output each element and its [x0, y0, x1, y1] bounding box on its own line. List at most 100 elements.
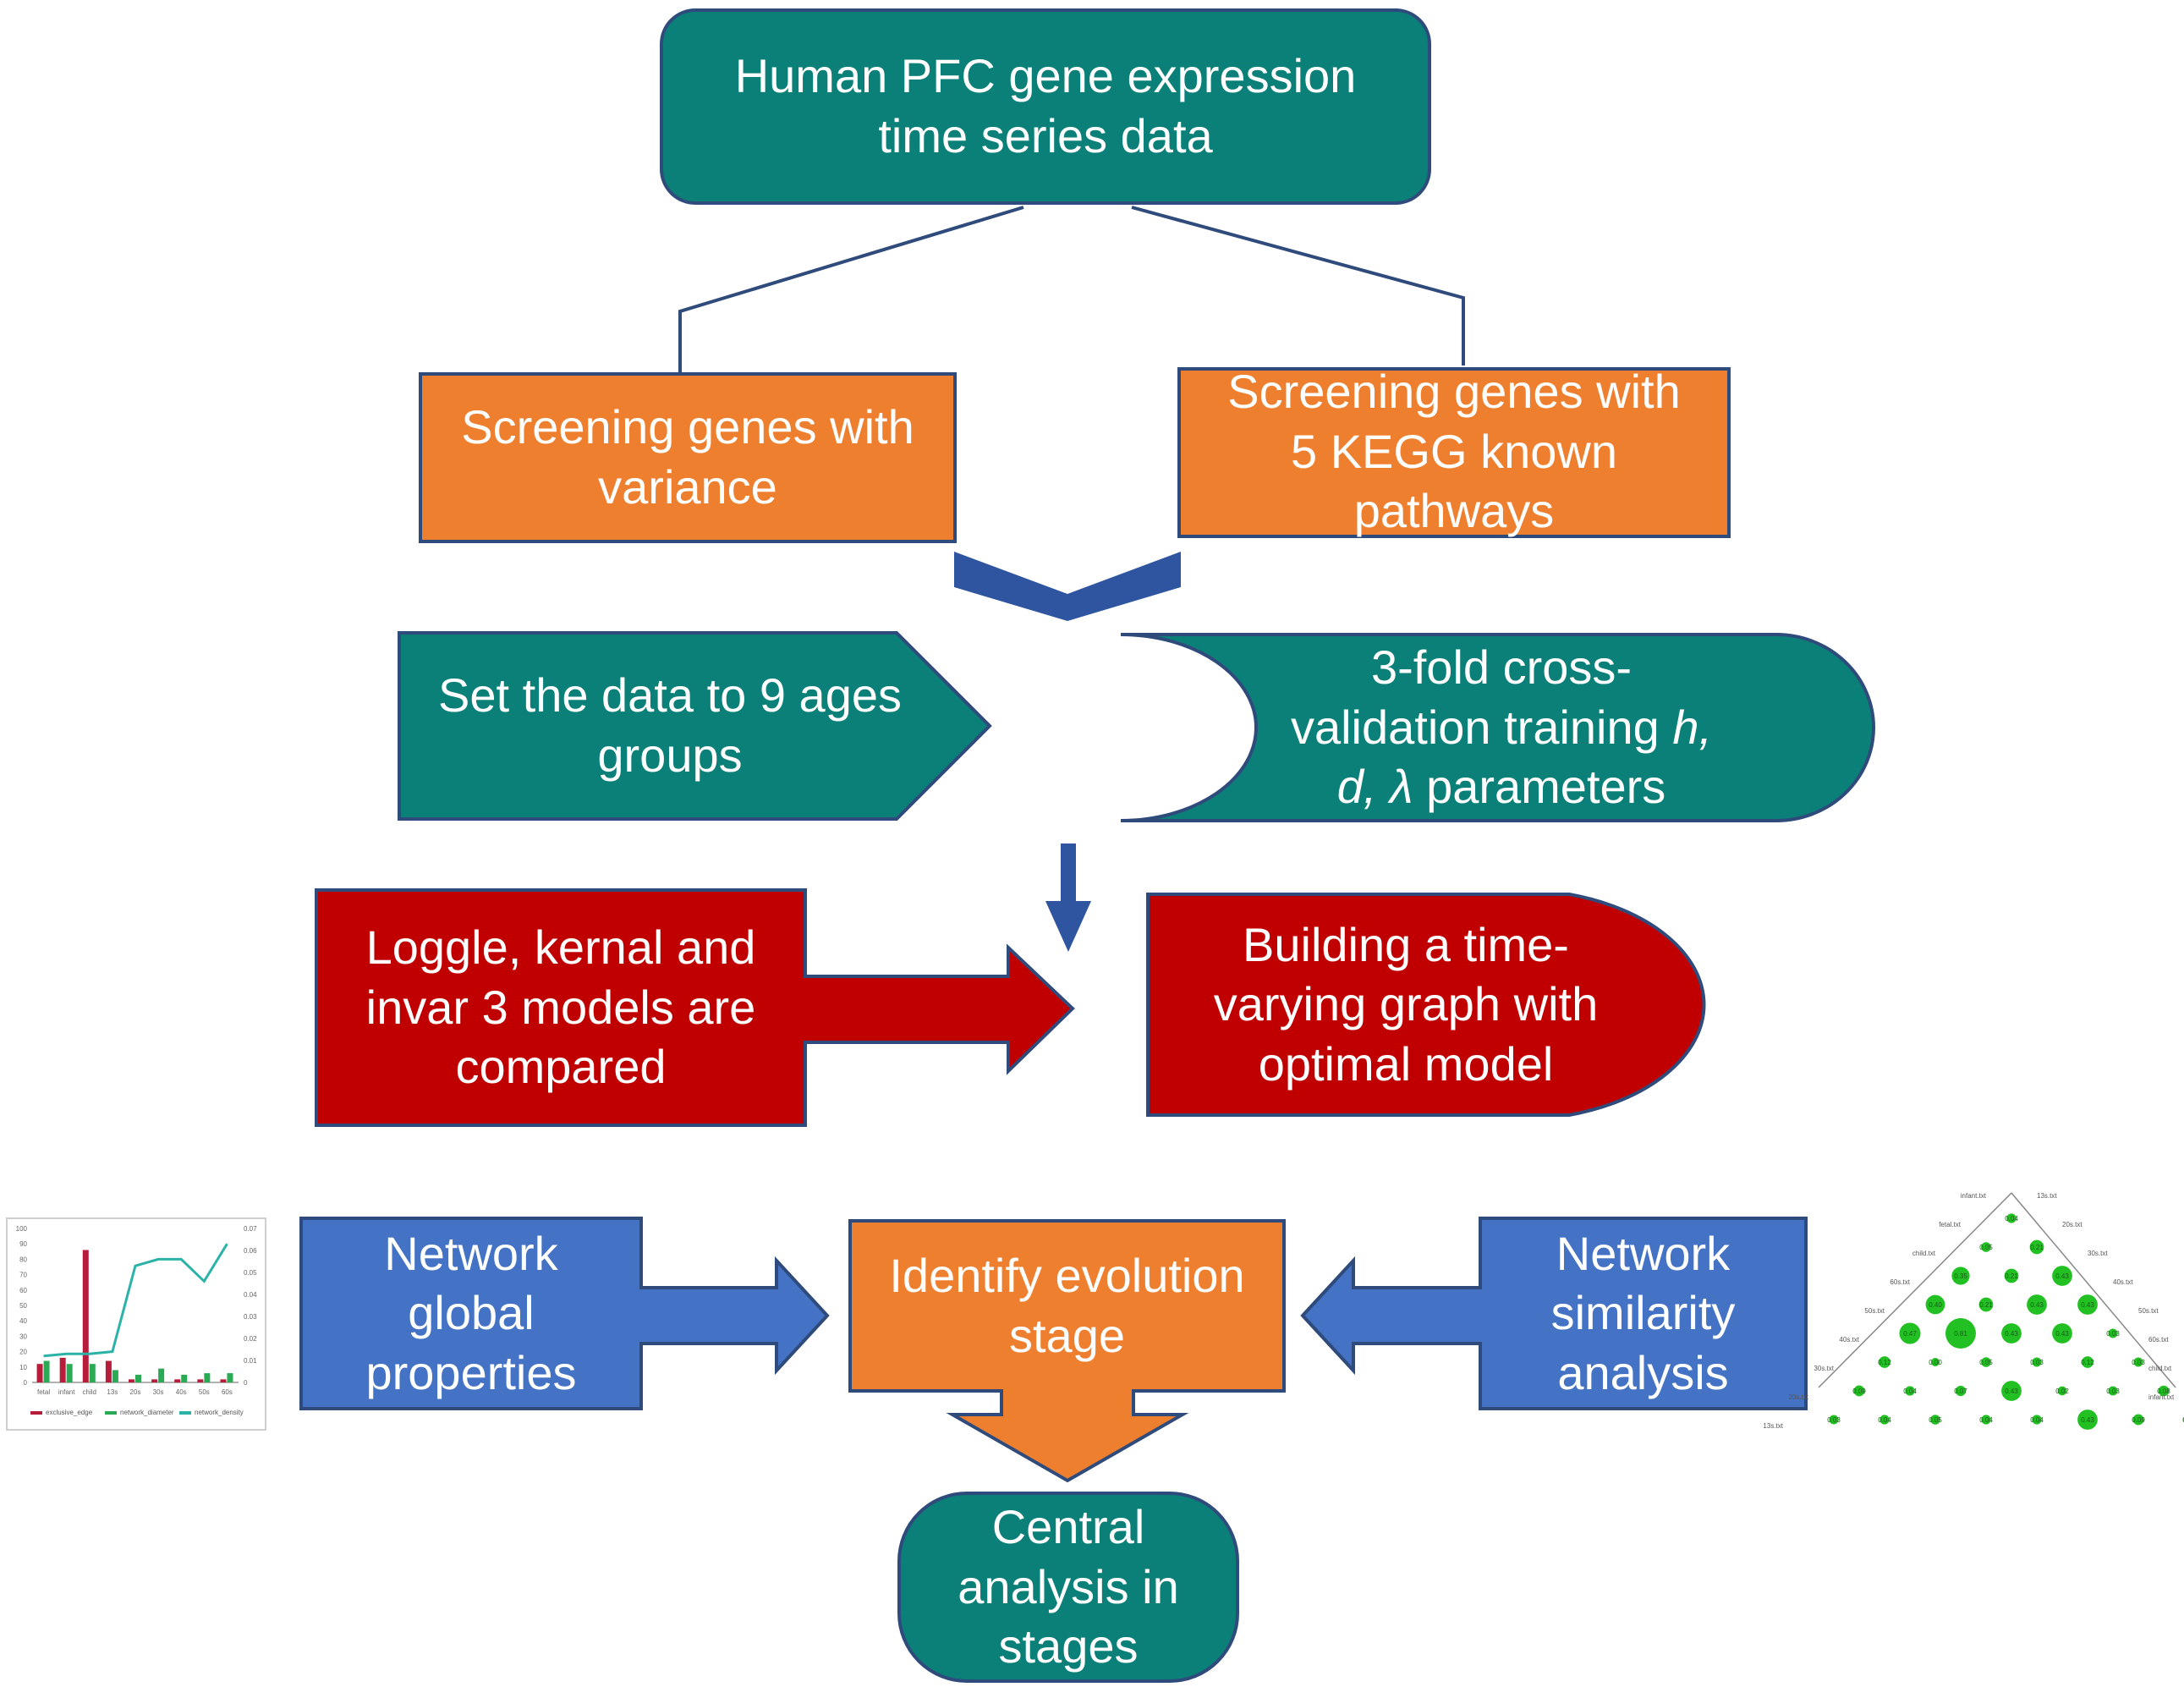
triangle-right-label: infant.txt [2148, 1393, 2175, 1401]
triangle-right-label: child.txt [2148, 1365, 2172, 1372]
triangle-cell-dot [1905, 1386, 1915, 1396]
triangle-cell-value: 0.21 [2030, 1244, 2044, 1251]
chart-bar [135, 1374, 141, 1382]
crossval-line2: validation training h, [1291, 698, 1712, 758]
chart-ytick-label: 20 [19, 1349, 27, 1356]
connector-to-kegg [1131, 206, 1465, 365]
triangle-cell-dot [1981, 1242, 1991, 1252]
triangle-cell-value: 0.43 [2030, 1301, 2044, 1309]
chart-y2tick-label: 0.01 [244, 1357, 257, 1365]
triangle-left-label: 30s.txt [1814, 1365, 1834, 1372]
triangle-cell-value: 0.81 [1954, 1330, 1967, 1338]
chart-legend-label: exclusive_edge [46, 1409, 93, 1416]
triangle-cell-dot [1981, 1357, 1991, 1367]
triangle-cell-dot [2052, 1266, 2072, 1286]
crossval-text: 3-fold cross-validation training h,d, λ … [1291, 638, 1712, 817]
triangle-cell-value: 0.05 [1979, 1244, 1993, 1251]
triangle-cell-dot [2108, 1386, 2118, 1396]
triangle-cell-value: 0.09 [2132, 1416, 2145, 1424]
triangle-cell-value: 0.00 [1929, 1359, 1942, 1366]
triangle-cell-dot [1925, 1294, 1945, 1315]
triangle-cell-dot [1899, 1322, 1921, 1344]
triangle-cell-value: 0.04 [2005, 1215, 2018, 1223]
central-text: Central analysis in stages [958, 1500, 1179, 1673]
triangle-cell-value: 0.12 [1878, 1359, 1891, 1366]
chart-ytick-label: 80 [19, 1256, 27, 1263]
triangle-cell-value: 0.21 [1979, 1301, 1993, 1309]
triangle-cell-value: 0.04 [1979, 1416, 1993, 1424]
kegg-label: Screening genes with 5 KEGG known pathwa… [1179, 355, 1729, 548]
source-text: Human PFC gene expression time series da… [734, 49, 1357, 162]
triangle-cell-dot [1978, 1297, 1994, 1312]
triangle-left-label: 13s.txt [1763, 1422, 1783, 1430]
triangle-right-edge [2011, 1192, 2176, 1388]
chart-bar [227, 1373, 233, 1382]
models-arrow [315, 888, 1075, 1127]
models-label: Loggle, kernal and invar 3 models are co… [316, 890, 805, 1125]
triangle-cell-value: 0.47 [1903, 1330, 1917, 1338]
triangle-cell-value: 0.03 [1827, 1416, 1841, 1424]
triangle-cell-value: 0.04 [1903, 1388, 1917, 1395]
triangle-left-label: 60s.txt [1890, 1278, 1910, 1286]
chart-bar [82, 1250, 89, 1382]
similarity-arrow [1300, 1217, 1808, 1410]
triangle-cell-value: 0.03 [2106, 1330, 2120, 1338]
chart-ytick-label: 100 [16, 1225, 28, 1233]
triangle-cell-dot [1931, 1358, 1940, 1366]
chart-xtick-label: 30s [153, 1388, 164, 1396]
triangle-cell-value: 0.03 [2030, 1359, 2044, 1366]
triangle-cell-value: 0.43 [2081, 1301, 2094, 1309]
chart-xtick-label: child [83, 1388, 96, 1396]
crossval-line3b: parameters [1413, 760, 1666, 814]
triangle-cell-value: 0.43 [2005, 1388, 2018, 1395]
triangle-cell-dot [2029, 1239, 2044, 1255]
chart-xtick-label: 20s [130, 1388, 141, 1396]
triangle-cell-value: 0.21 [2005, 1272, 2018, 1280]
triangle-cell-dot [2004, 1268, 2019, 1283]
triangle-cell-value: 0.02 [2055, 1388, 2069, 1395]
triangle-left-label: 20s.txt [1788, 1393, 1808, 1401]
triangle-cell-value: 0.43 [2081, 1416, 2094, 1424]
down-arrow [1045, 844, 1091, 952]
kegg-box [1177, 367, 1731, 538]
triangle-left-label: infant.txt [1961, 1192, 1987, 1200]
crossval-param-h: h, [1672, 700, 1713, 754]
triangle-cell-dot [1945, 1318, 1976, 1349]
triangle-cell-value: 0.07 [1954, 1388, 1967, 1395]
triangle-cell-dot [1930, 1415, 1940, 1425]
chart-bar [105, 1360, 112, 1382]
triangle-cell-dot [2032, 1415, 2042, 1425]
chart-legend-label: network_density [195, 1409, 244, 1416]
triangle-cell-value: 0.03 [2106, 1388, 2120, 1395]
chart-bar [151, 1379, 158, 1382]
age-groups-text: Set the data to 9 ages groups [438, 668, 902, 782]
triangle-cell-value: 0.09 [1852, 1388, 1866, 1395]
triangle-cell-value: 0.03 [2132, 1359, 2145, 1366]
triangle-cell-value: 0.05 [1929, 1416, 1942, 1424]
chart-legend-swatch [105, 1411, 117, 1415]
triangle-cell-value: 0.04 [2030, 1416, 2044, 1424]
chart-ytick-label: 30 [19, 1333, 27, 1340]
evolution-arrow [848, 1219, 1286, 1483]
chart-y2tick-label: 0.07 [244, 1225, 257, 1233]
chart-bar [158, 1368, 165, 1382]
triangle-cell-value: 0.05 [1979, 1359, 1993, 1366]
chart-ytick-label: 70 [19, 1272, 27, 1279]
triangle-cell-value: 0.43 [2055, 1330, 2069, 1338]
triangle-cell-dot [2082, 1356, 2093, 1368]
chart-bar [181, 1374, 188, 1382]
chart-ytick-label: 90 [19, 1240, 27, 1248]
triangle-cell-dot [1853, 1385, 1865, 1397]
variance-label: Screening genes with variance [420, 374, 955, 541]
chart-y2tick-label: 0.03 [244, 1313, 257, 1321]
triangle-right-label: 30s.txt [2088, 1250, 2108, 1257]
chart-bar [129, 1379, 134, 1382]
chart-legend-swatch [30, 1411, 42, 1415]
triangle-cell-dot [2001, 1381, 2022, 1401]
global-label: Network global properties [301, 1218, 641, 1409]
similarity-text: Network similarity analysis [1550, 1226, 1736, 1399]
chart-y2tick-label: 0.06 [244, 1247, 257, 1255]
chart-ytick-label: 40 [19, 1317, 27, 1325]
chart-xtick-label: infant [58, 1388, 75, 1396]
merge-chevron [954, 552, 1181, 621]
